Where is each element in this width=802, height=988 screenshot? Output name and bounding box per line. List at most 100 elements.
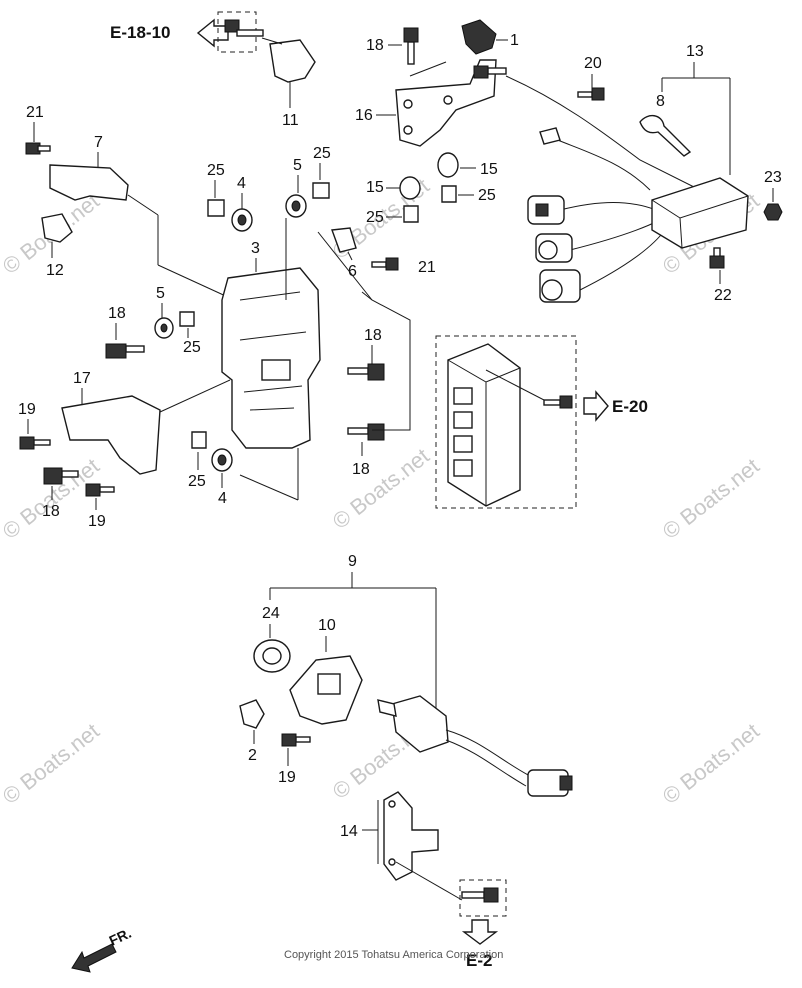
ref-e2[interactable]: E-2	[461, 919, 499, 970]
callout-25: 25	[183, 339, 201, 356]
arrow-front-icon	[71, 943, 117, 973]
leader-line	[269, 572, 437, 720]
harness-wire	[559, 202, 657, 211]
leader-line	[157, 264, 231, 299]
grommet-15	[399, 176, 421, 200]
callout-4: 4	[218, 490, 227, 507]
connector-icon	[539, 269, 581, 303]
callout-14: 14	[340, 823, 358, 840]
grommet-5-hole	[160, 323, 168, 333]
callout-11: 11	[282, 112, 299, 129]
nut-24-inner	[262, 647, 282, 665]
callout-19: 19	[278, 769, 296, 786]
bolt-icon	[347, 363, 385, 381]
leader-line	[317, 231, 373, 301]
ecu-pins	[453, 387, 473, 477]
callout-22: 22	[714, 287, 732, 304]
clip-12	[41, 213, 73, 243]
bolt-icon	[709, 247, 725, 269]
nut-icon	[763, 203, 783, 221]
callout-12: 12	[46, 262, 64, 279]
leader-line	[261, 37, 283, 45]
harness-wire	[445, 739, 527, 787]
wire-clip-8	[639, 115, 692, 157]
harness-wire	[445, 729, 531, 777]
dashed-box	[459, 879, 507, 917]
grommet-4-hole	[217, 454, 227, 466]
bolt-icon	[85, 483, 115, 497]
bracket-hole	[443, 95, 453, 105]
leader-line	[395, 861, 463, 901]
callout-23: 23	[764, 169, 782, 186]
callout-18: 18	[366, 37, 384, 54]
ref-e18-10[interactable]: E-18-10	[110, 18, 229, 48]
watermark: © Boats.net	[328, 443, 434, 534]
collar-25	[312, 182, 330, 199]
collar-25	[441, 185, 457, 203]
front-label: FR.	[107, 925, 134, 949]
callout-17: 17	[73, 370, 91, 387]
callout-4: 4	[237, 175, 246, 192]
harness-wire	[505, 75, 701, 191]
harness-wire	[579, 229, 666, 291]
callout-15: 15	[480, 161, 498, 178]
callout-3: 3	[251, 240, 260, 257]
collar-25	[403, 205, 419, 223]
clip-1	[461, 19, 497, 55]
bolt-icon	[347, 423, 385, 441]
leader-line	[347, 251, 353, 261]
leader-line	[239, 474, 299, 501]
collar-25	[191, 431, 207, 449]
bracket-hole	[403, 125, 413, 135]
harness-wire	[569, 219, 661, 251]
leader-line	[127, 194, 159, 216]
callout-21: 21	[418, 259, 436, 276]
bracket-tab	[261, 359, 291, 381]
callout-8: 8	[656, 93, 665, 110]
bracket-7	[49, 164, 129, 201]
ref-e20[interactable]: E-20	[583, 390, 648, 422]
bolt-icon	[19, 436, 51, 450]
connector-icon	[527, 769, 573, 797]
arrow-down-icon	[461, 919, 499, 945]
callout-1: 1	[510, 32, 519, 49]
front-direction: FR.	[71, 925, 134, 973]
arrow-right-icon	[583, 390, 609, 422]
bolt-icon	[371, 257, 399, 271]
grommet-4-hole	[237, 214, 247, 226]
callout-10: 10	[318, 617, 336, 634]
bolt-icon	[403, 27, 419, 65]
callout-15: 15	[366, 179, 384, 196]
callout-18: 18	[42, 503, 60, 520]
leader-line	[485, 369, 545, 401]
bolt-icon	[577, 87, 605, 101]
callout-9: 9	[348, 553, 357, 570]
watermark: © Boats.net	[658, 718, 764, 809]
bracket-17	[61, 395, 161, 475]
bracket-detail	[239, 291, 307, 411]
switch-stem	[377, 699, 397, 717]
callout-25: 25	[478, 187, 496, 204]
callout-19: 19	[88, 513, 106, 530]
callout-2: 2	[248, 747, 257, 764]
callout-18: 18	[364, 327, 382, 344]
ref-e2-label: E-2	[466, 951, 492, 970]
ring-terminal	[539, 127, 561, 145]
bolt-icon	[105, 343, 145, 359]
switch-body-9	[391, 695, 449, 753]
harness-wire	[547, 135, 651, 191]
bracket-hole	[403, 99, 413, 109]
callout-25: 25	[207, 162, 225, 179]
leader-line	[661, 62, 731, 175]
bracket-hole	[388, 858, 396, 866]
arrow-left-icon	[196, 18, 229, 48]
watermark: © Boats.net	[0, 718, 104, 809]
callout-5: 5	[156, 285, 165, 302]
callout-25: 25	[188, 473, 206, 490]
leader-line	[361, 291, 411, 431]
callout-16: 16	[355, 107, 373, 124]
bracket-11	[269, 39, 316, 83]
harness-module-13	[651, 177, 749, 249]
clip-2	[239, 699, 265, 729]
collar-25	[179, 311, 195, 327]
